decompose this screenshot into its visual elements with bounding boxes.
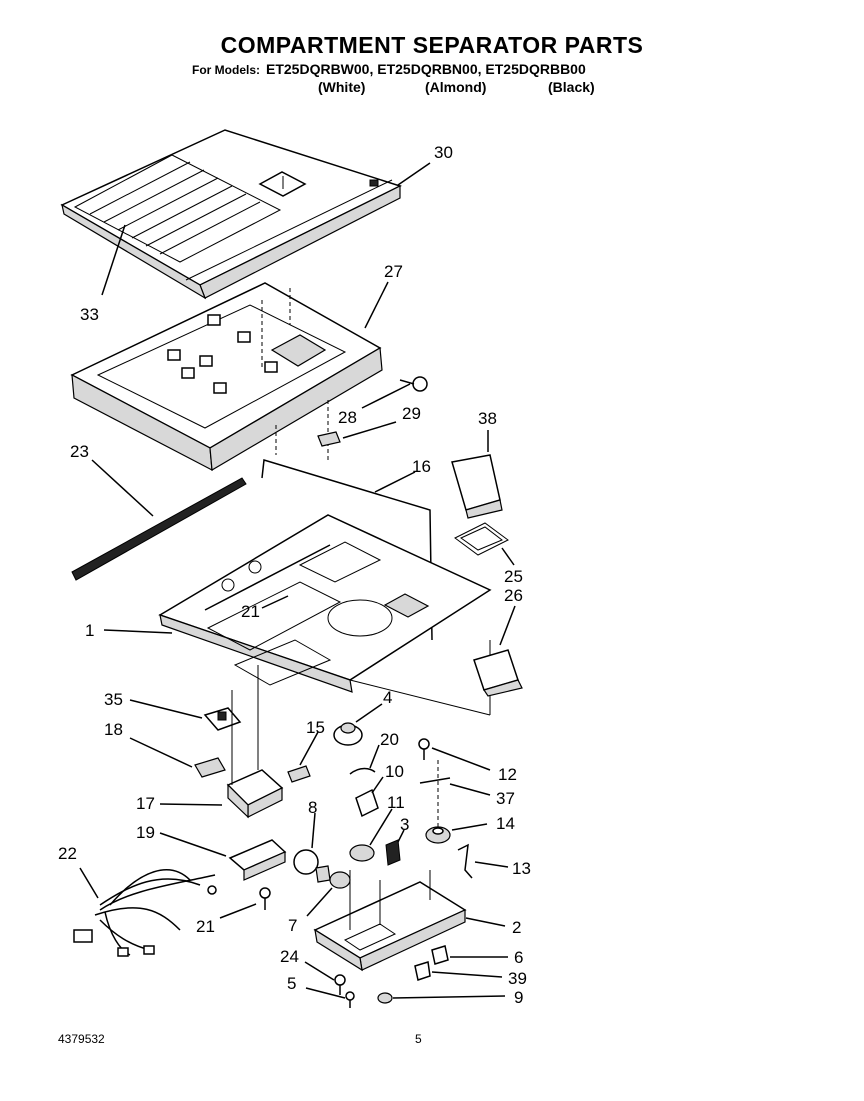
part-4-bulb-socket <box>333 722 363 746</box>
part-tray-frame <box>70 282 383 472</box>
part-13-rod <box>457 843 473 879</box>
callout-11: 11 <box>387 793 405 812</box>
part-5-screw <box>345 991 355 1008</box>
part-35-knob <box>203 707 242 731</box>
callout-29: 29 <box>402 404 421 423</box>
part-15-tube <box>287 765 311 783</box>
callout-12: 12 <box>498 765 517 784</box>
models-label: For Models: <box>192 63 260 77</box>
callout-17: 17 <box>136 794 155 813</box>
part-19-housing <box>228 839 287 881</box>
part-23-seal-strip <box>71 477 247 581</box>
callout-4: 4 <box>383 688 392 707</box>
callout-38: 38 <box>478 409 497 428</box>
part-1-separator-plate <box>158 514 492 716</box>
callout-35: 35 <box>104 690 123 709</box>
callout-25: 25 <box>504 567 523 586</box>
callout-6: 6 <box>514 948 523 967</box>
callout-7: 7 <box>288 916 297 935</box>
color-black: (Black) <box>548 79 595 95</box>
part-3-clip <box>385 839 401 866</box>
part-14-knob <box>425 826 451 844</box>
document-number: 4379532 <box>58 1032 105 1046</box>
callout-10: 10 <box>385 762 404 781</box>
part-24-screw <box>334 974 346 995</box>
callout-14: 14 <box>496 814 515 833</box>
callout-39: 39 <box>508 969 527 988</box>
part-12-screw <box>418 738 430 760</box>
callout-5: 5 <box>287 974 296 993</box>
callout-20: 20 <box>380 730 399 749</box>
part-21-screw-lower <box>259 887 271 910</box>
page-number: 5 <box>415 1032 422 1046</box>
part-37-spring <box>419 777 451 784</box>
callout-18: 18 <box>104 720 123 739</box>
part-26-duct <box>473 649 523 697</box>
callout-26: 26 <box>504 586 523 605</box>
color-white: (White) <box>318 79 366 95</box>
part-9-grommet <box>377 992 393 1004</box>
callout-16: 16 <box>412 457 431 476</box>
part-cover-top <box>60 129 402 300</box>
part-38-bin <box>451 454 503 519</box>
callout-13: 13 <box>512 859 531 878</box>
part-17-control-box <box>226 665 284 819</box>
part-20-clip <box>349 767 376 775</box>
part-22-harness <box>73 869 217 957</box>
part-10-switch <box>355 788 379 818</box>
callout-33: 33 <box>80 305 99 324</box>
callout-21-upper: 21 <box>241 602 260 621</box>
callout-24: 24 <box>280 947 299 966</box>
callout-21-lower: 21 <box>196 917 215 936</box>
part-25-gasket <box>454 522 509 556</box>
callout-2: 2 <box>512 918 521 937</box>
callout-9: 9 <box>514 988 523 1007</box>
part-11-ring <box>349 844 375 862</box>
part-18-dial <box>194 757 226 778</box>
callout-23: 23 <box>70 442 89 461</box>
part-7-socket <box>329 871 351 889</box>
callout-30: 30 <box>434 143 453 162</box>
model-numbers: ET25DQRBW00, ET25DQRBN00, ET25DQRBB00 <box>266 61 586 77</box>
callout-15: 15 <box>306 718 325 737</box>
callout-28: 28 <box>338 408 357 427</box>
part-8-bulb <box>293 849 331 883</box>
callout-3: 3 <box>400 815 409 834</box>
page-title: COMPARTMENT SEPARATOR PARTS <box>220 32 644 58</box>
callout-8: 8 <box>308 798 317 817</box>
part-2-base-housing <box>313 760 467 972</box>
callout-37: 37 <box>496 789 515 808</box>
callout-19: 19 <box>136 823 155 842</box>
callout-27: 27 <box>384 262 403 281</box>
leader-lines <box>79 162 516 999</box>
callout-labels: 30 33 27 28 29 38 23 16 25 26 1 21 35 4 … <box>58 143 531 1007</box>
color-almond: (Almond) <box>425 79 487 95</box>
part-39-plug <box>414 961 431 981</box>
part-6-plug <box>431 945 449 965</box>
callout-22: 22 <box>58 844 77 863</box>
models-line: For Models: ET25DQRBW00, ET25DQRBN00, ET2… <box>192 61 586 77</box>
part-29-clip <box>317 431 341 447</box>
callout-1: 1 <box>85 621 94 640</box>
part-28-screw <box>399 376 428 392</box>
